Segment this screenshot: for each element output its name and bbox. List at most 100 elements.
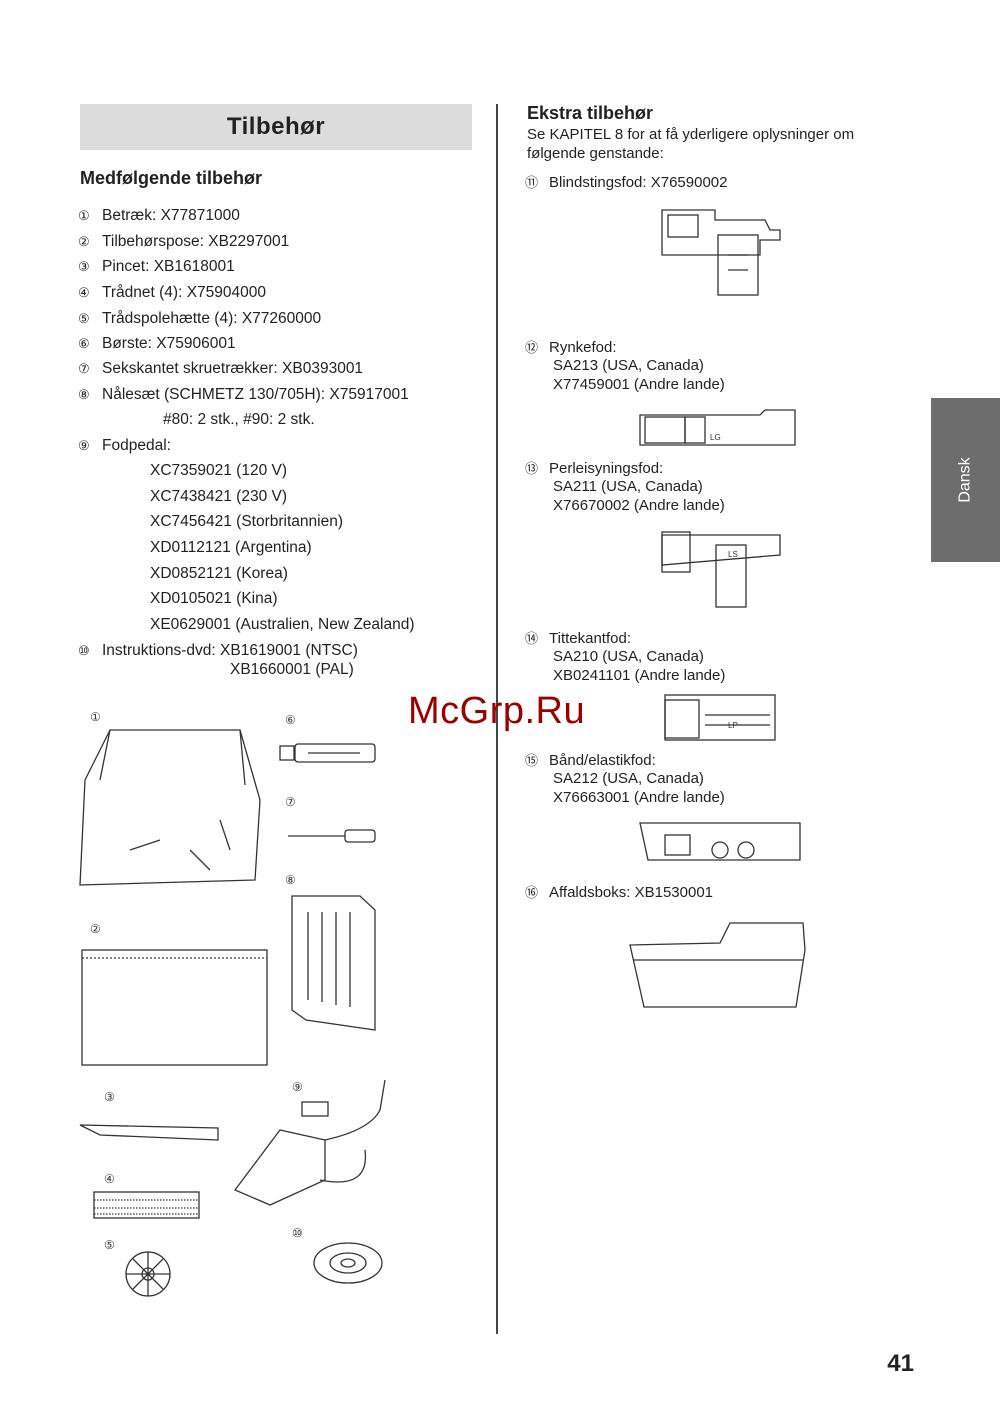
item-number: ⑪ — [525, 175, 539, 190]
item-number: ⑤ — [78, 311, 90, 326]
waste-box-illustration — [629, 922, 806, 1008]
piping-foot-mark: LP — [728, 721, 738, 730]
item-number: ⑯ — [525, 885, 539, 900]
blind-stitch-foot-illustration — [661, 209, 781, 296]
item-text: Trådnet (4): X75904000 — [102, 284, 267, 301]
extra-accessories-heading: Ekstra tilbehør — [527, 103, 654, 123]
included-item-row: XD0852121 (Korea) — [150, 565, 288, 583]
extra-item-line: SA213 (USA, Canada) — [553, 357, 704, 374]
item-text: X77459001 (Andre lande) — [553, 376, 725, 393]
extra-item-line: ⑭ Tittekantfod: — [525, 628, 631, 647]
figure-label-2: ② — [90, 922, 101, 936]
item-text: XB1660001 (PAL) — [230, 661, 354, 678]
extra-accessories-illustrations: LG LS LP — [629, 209, 806, 1008]
item-text: XD0112121 (Argentina) — [150, 539, 312, 556]
item-text: Tittekantfod: — [549, 630, 631, 647]
item-text: X76670002 (Andre lande) — [553, 497, 725, 514]
item-text: #80: 2 stk., #90: 2 stk. — [163, 411, 315, 428]
gathering-foot-illustration: LG — [639, 409, 796, 446]
included-item-row: XD0112121 (Argentina) — [150, 539, 312, 557]
included-item-row: XC7438421 (230 V) — [150, 488, 287, 506]
pearl-foot-mark: LS — [728, 550, 738, 559]
item-number: ① — [78, 208, 90, 223]
language-tab-label: Dansk — [956, 457, 974, 503]
included-item-row: XE0629001 (Australien, New Zealand) — [150, 616, 415, 634]
extra-item-line: X76663001 (Andre lande) — [553, 789, 725, 806]
item-text: XB0241101 (Andre lande) — [553, 667, 726, 684]
figure-label-4: ④ — [104, 1172, 115, 1186]
extra-item-line: SA210 (USA, Canada) — [553, 648, 704, 665]
included-item-row: ② Tilbehørspose: XB2297001 — [78, 233, 289, 251]
item-number: ⑧ — [78, 387, 90, 402]
tape-elastic-foot-illustration — [639, 822, 801, 861]
included-accessories-heading: Medfølgende tilbehør — [80, 168, 262, 188]
item-text: Blindstingsfod: X76590002 — [549, 174, 728, 191]
figure-label-9: ⑨ — [292, 1080, 303, 1094]
extra-item-line: XB0241101 (Andre lande) — [553, 667, 725, 684]
item-number: ③ — [78, 259, 90, 274]
included-item-row: XB1660001 (PAL) — [230, 661, 354, 679]
item-text: Betræk: X77871000 — [102, 207, 240, 224]
item-text: SA213 (USA, Canada) — [553, 356, 704, 374]
gathering-foot-mark: LG — [710, 433, 721, 442]
language-tab: Dansk — [931, 398, 1000, 562]
included-item-row: ⑥ Børste: X75906001 — [78, 335, 236, 353]
watermark: McGrp.Ru — [408, 690, 586, 732]
included-item-row: ④ Trådnet (4): X75904000 — [78, 284, 266, 302]
item-text: XC7438421 (230 V) — [150, 488, 288, 505]
cover-illustration — [79, 729, 261, 886]
item-text: Tilbehørspose: XB2297001 — [102, 233, 290, 250]
item-text: Børste: X75906001 — [102, 335, 236, 352]
brush-illustration — [279, 743, 376, 763]
pearl-sequin-foot-illustration: LS — [661, 531, 781, 608]
item-number: ⑭ — [525, 631, 539, 646]
item-text: X76663001 (Andre lande) — [553, 789, 725, 806]
figure-label-6: ⑥ — [285, 713, 296, 727]
section-title-box: Tilbehør — [80, 104, 472, 150]
included-item-row: ⑨ Fodpedal: — [78, 437, 171, 455]
extra-item-line: SA211 (USA, Canada) — [553, 478, 703, 495]
item-text: Perleisyningsfod: — [549, 460, 664, 477]
included-item-row: ⑤ Trådspolehætte (4): X77260000 — [78, 310, 321, 328]
page-number: 41 — [887, 1350, 914, 1377]
item-text: SA212 (USA, Canada) — [553, 769, 704, 787]
item-text: SA210 (USA, Canada) — [553, 647, 704, 665]
figure-label-8: ⑧ — [285, 873, 296, 887]
item-text: XC7359021 (120 V) — [150, 462, 288, 479]
figure-label-10: ⑩ — [292, 1226, 303, 1240]
included-item-row: #80: 2 stk., #90: 2 stk. — [163, 411, 315, 429]
item-number: ② — [78, 234, 90, 249]
item-number: ⑥ — [78, 336, 90, 351]
included-item-row: ⑦ Sekskantet skruetrækker: XB0393001 — [78, 360, 363, 378]
item-text: Fodpedal: — [102, 437, 171, 454]
included-item-row: XC7456421 (Storbritannien) — [150, 513, 343, 531]
thread-net-illustration — [93, 1191, 200, 1219]
figure-label-1: ① — [90, 710, 101, 724]
column-divider — [496, 104, 498, 1334]
item-text: Trådspolehætte (4): X77260000 — [102, 310, 322, 327]
item-number: ④ — [78, 285, 90, 300]
needle-set-illustration — [291, 895, 376, 1031]
item-number: ⑦ — [78, 361, 90, 376]
tweezers-illustration — [79, 1124, 219, 1141]
included-item-row: ① Betræk: X77871000 — [78, 207, 240, 225]
dvd-illustration — [313, 1242, 383, 1284]
extra-intro-line-2: følgende genstande: — [527, 145, 664, 162]
figure-label-7: ⑦ — [285, 795, 296, 809]
item-text: Sekskantet skruetrækker: XB0393001 — [102, 360, 364, 377]
included-item-row: XC7359021 (120 V) — [150, 462, 287, 480]
piping-foot-illustration: LP — [664, 694, 776, 741]
item-number: ⑨ — [78, 438, 90, 453]
included-accessories-illustrations — [79, 729, 386, 1297]
item-number: ⑩ — [78, 643, 90, 658]
included-item-row: XD0105021 (Kina) — [150, 590, 278, 608]
item-number: ⑬ — [525, 461, 539, 476]
screwdriver-illustration — [288, 829, 376, 843]
extra-item-line: ⑪ Blindstingsfod: X76590002 — [525, 172, 727, 191]
extra-item-line: SA212 (USA, Canada) — [553, 770, 704, 787]
item-number: ⑫ — [525, 340, 539, 355]
item-text: Affaldsboks: XB1530001 — [549, 884, 714, 901]
